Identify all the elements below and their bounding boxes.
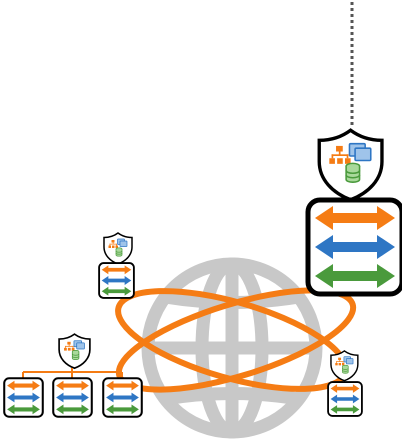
shield-icon [330, 350, 359, 382]
shield-icon [317, 128, 384, 202]
bidirectional-arrows-icon [3, 377, 44, 418]
small-router-right [327, 350, 363, 417]
shield-icon [58, 333, 91, 370]
bidirectional-arrows-icon [327, 381, 363, 417]
bidirectional-arrows-icon [102, 377, 143, 418]
small-router-top-left [98, 232, 135, 299]
bidirectional-arrows-icon [52, 377, 93, 418]
large-router [308, 128, 402, 294]
bidirectional-arrows-icon [308, 200, 402, 294]
router-cluster-bottom-left [3, 333, 143, 418]
shield-icon [103, 232, 133, 265]
bidirectional-arrows-icon [98, 262, 135, 299]
